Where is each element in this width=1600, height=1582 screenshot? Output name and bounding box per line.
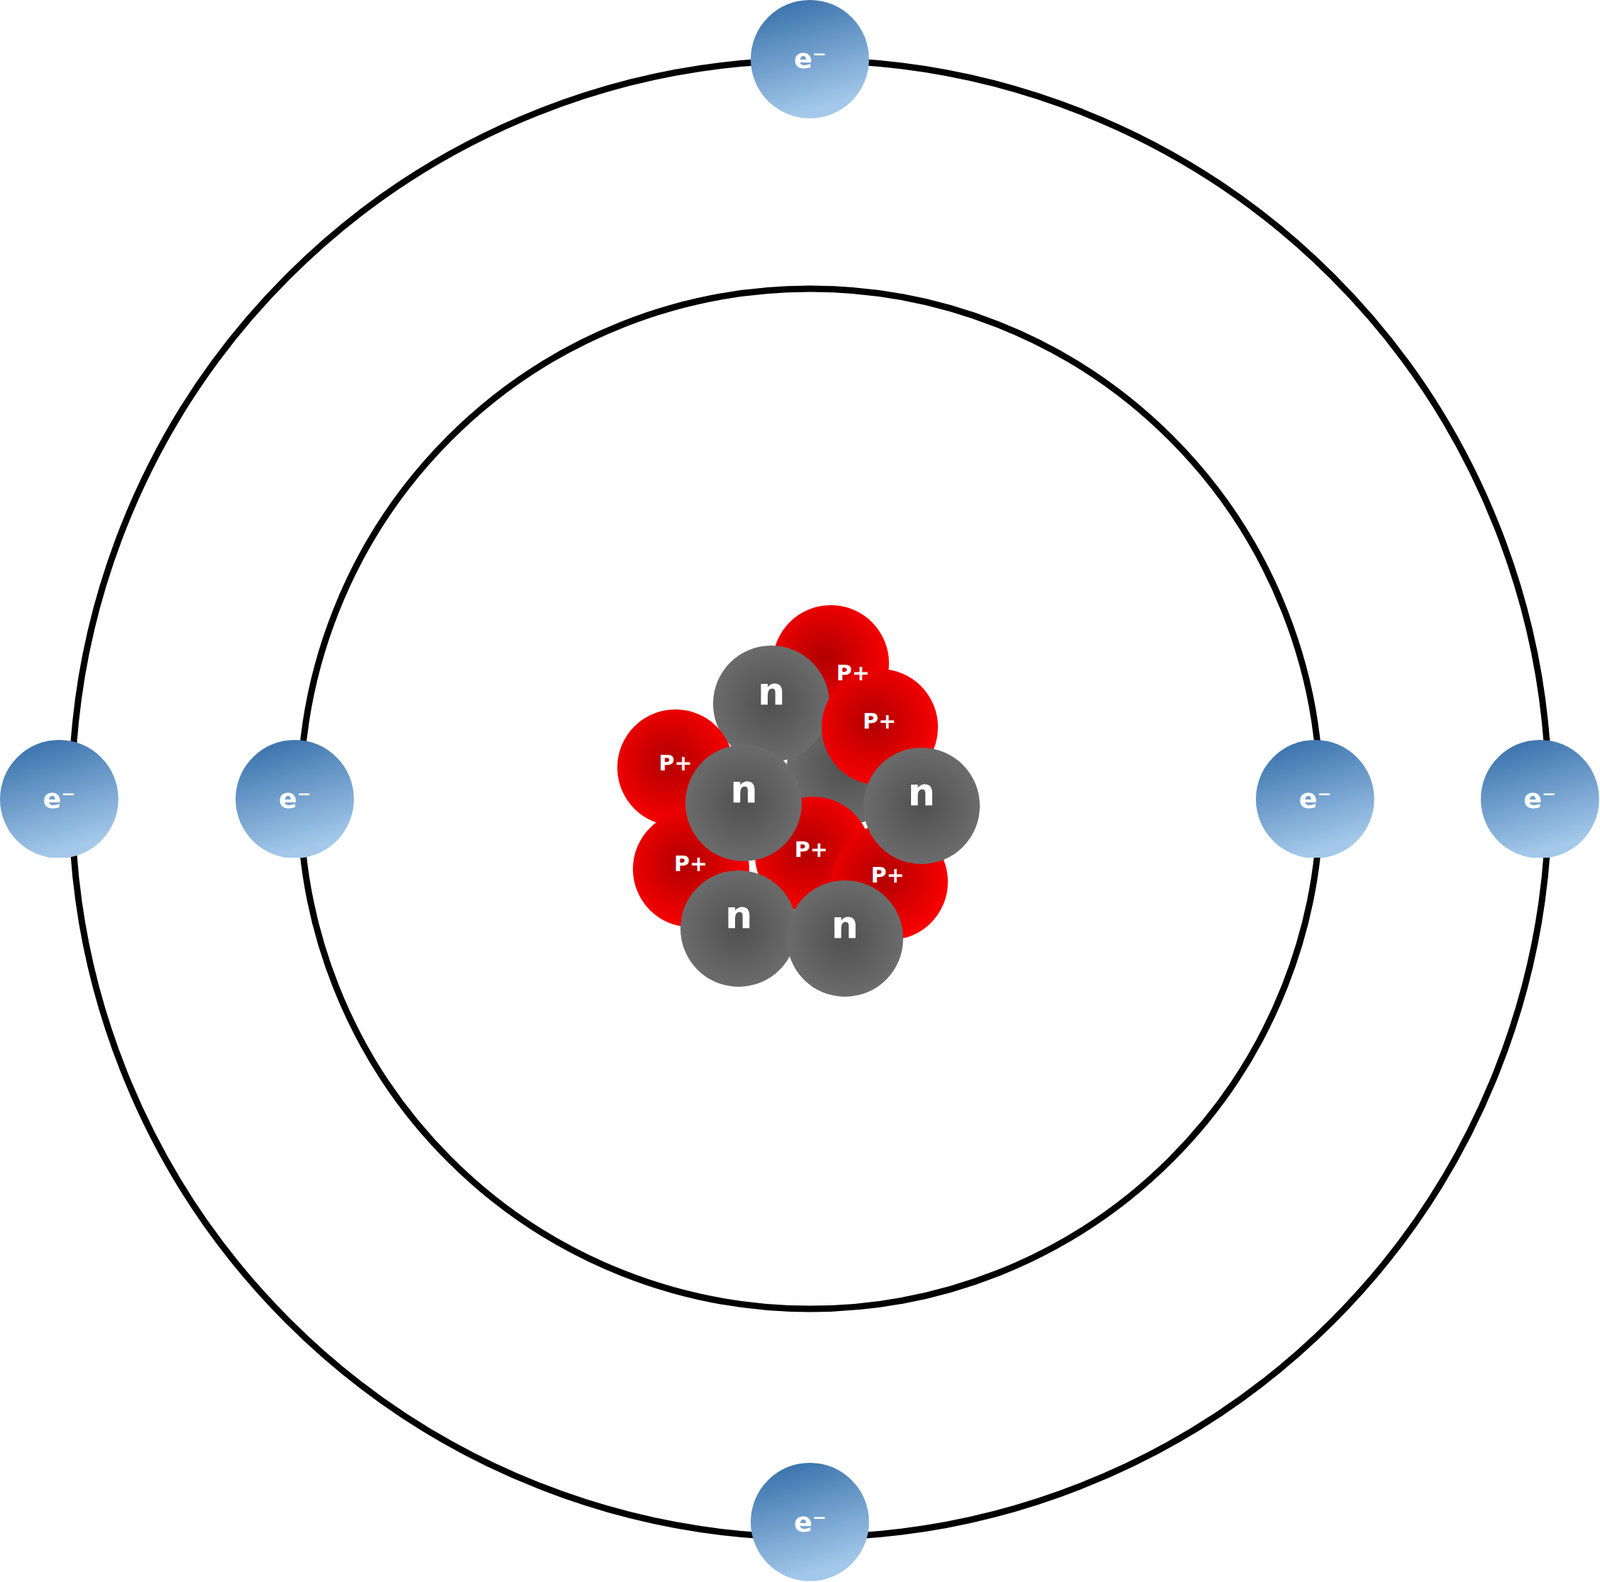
inner-orbit (300, 288, 1321, 1310)
neutron-label: n (725, 896, 753, 935)
neutron-label: n (907, 773, 935, 812)
neutron-label: n (831, 906, 859, 945)
electron-circle: e⁻ (1255, 740, 1375, 859)
proton-label: P+ (871, 864, 905, 887)
electron-label: e⁻ (42, 785, 76, 813)
outer-orbit (71, 60, 1549, 1538)
neutron-label: n (730, 770, 758, 809)
electron-label: e⁻ (278, 785, 312, 813)
electron-circle: e⁻ (1480, 740, 1600, 859)
electron-label: e⁻ (793, 1509, 827, 1537)
electron-circle: e⁻ (235, 740, 355, 859)
electron-circle: e⁻ (0, 740, 119, 859)
proton-label: P+ (862, 710, 897, 733)
electron-label: e⁻ (1299, 785, 1332, 813)
electron-circle: e⁻ (750, 0, 870, 119)
proton-label: P+ (658, 752, 692, 775)
neutron-circle: n (680, 870, 797, 987)
neutron-circle: n (685, 745, 802, 862)
electron-label: e⁻ (1523, 785, 1557, 813)
electron-circle: e⁻ (750, 1463, 870, 1582)
neutron-label: n (757, 672, 785, 711)
electron-label: e⁻ (793, 45, 827, 73)
neutron-circle: n (786, 880, 904, 997)
proton-label: P+ (794, 839, 829, 861)
proton-label: P+ (674, 853, 708, 875)
proton-label: P+ (836, 662, 870, 684)
neutron-circle: n (863, 747, 980, 865)
neutron-circle: n (713, 645, 830, 763)
